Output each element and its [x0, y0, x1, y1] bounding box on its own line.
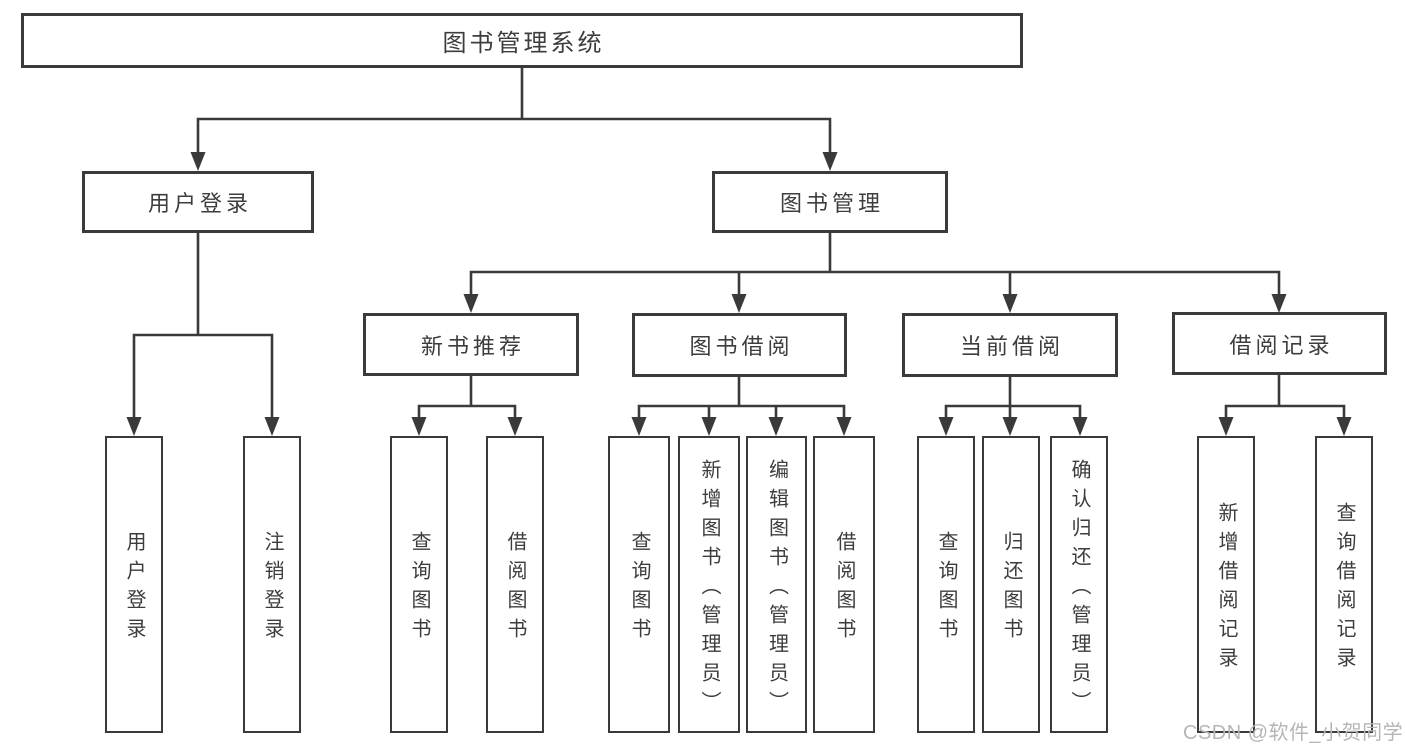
- arrowheads: [126, 152, 1352, 436]
- node-new-book-recommend: 新书推荐: [363, 313, 579, 376]
- leaf-label: 确认归还（管理员）: [1068, 458, 1090, 720]
- leaf-label: 查询图书: [935, 531, 957, 647]
- watermark-text: CSDN @软件_小贺同学: [1183, 722, 1404, 744]
- leaf-label: 查询图书: [628, 531, 650, 647]
- leaf-add-borrow-record: 新增借阅记录: [1197, 436, 1255, 733]
- leaf-logout: 注销登录: [243, 436, 301, 733]
- leaf-return-books: 归还图书: [982, 436, 1040, 733]
- node-label: 用户登录: [147, 191, 252, 216]
- leaf-label: 借阅图书: [504, 531, 526, 647]
- leaf-label: 查询图书: [408, 531, 430, 647]
- node-book-borrow: 图书借阅: [632, 313, 847, 377]
- leaf-user-login: 用户登录: [105, 436, 163, 733]
- leaf-label: 查询借阅记录: [1333, 502, 1355, 676]
- leaf-label: 新增借阅记录: [1215, 502, 1237, 676]
- leaf-label: 用户登录: [123, 531, 145, 647]
- leaf-label: 编辑图书（管理员）: [765, 458, 788, 720]
- leaf-confirm-return-admin: 确认归还（管理员）: [1050, 436, 1108, 733]
- leaf-label: 新增图书（管理员）: [698, 458, 720, 720]
- leaf-current-query-books: 查询图书: [917, 436, 975, 733]
- node-current-borrow: 当前借阅: [902, 313, 1118, 377]
- leaf-query-borrow-record: 查询借阅记录: [1315, 436, 1373, 733]
- node-library-management-system: 图书管理系统: [21, 13, 1023, 68]
- leaf-recommend-query-books: 查询图书: [390, 436, 448, 733]
- leaf-label: 借阅图书: [833, 531, 855, 647]
- leaf-borrow-query-books: 查询图书: [608, 436, 670, 733]
- node-label: 图书借阅: [689, 334, 794, 359]
- node-borrow-records: 借阅记录: [1172, 312, 1387, 375]
- node-label: 图书管理: [779, 191, 884, 216]
- leaf-recommend-borrow-books: 借阅图书: [486, 436, 544, 733]
- node-label: 当前借阅: [959, 334, 1064, 359]
- leaf-add-books-admin: 新增图书（管理员）: [678, 436, 740, 733]
- leaf-label: 归还图书: [1000, 531, 1022, 647]
- node-book-management: 图书管理: [712, 171, 948, 233]
- leaf-label: 注销登录: [261, 531, 283, 647]
- leaf-edit-books-admin: 编辑图书（管理员）: [746, 436, 807, 733]
- leaf-borrow-books: 借阅图书: [813, 436, 875, 733]
- node-label: 图书管理系统: [442, 30, 605, 57]
- node-label: 新书推荐: [420, 333, 525, 359]
- node-label: 借阅记录: [1229, 332, 1334, 358]
- node-user-login: 用户登录: [82, 171, 314, 233]
